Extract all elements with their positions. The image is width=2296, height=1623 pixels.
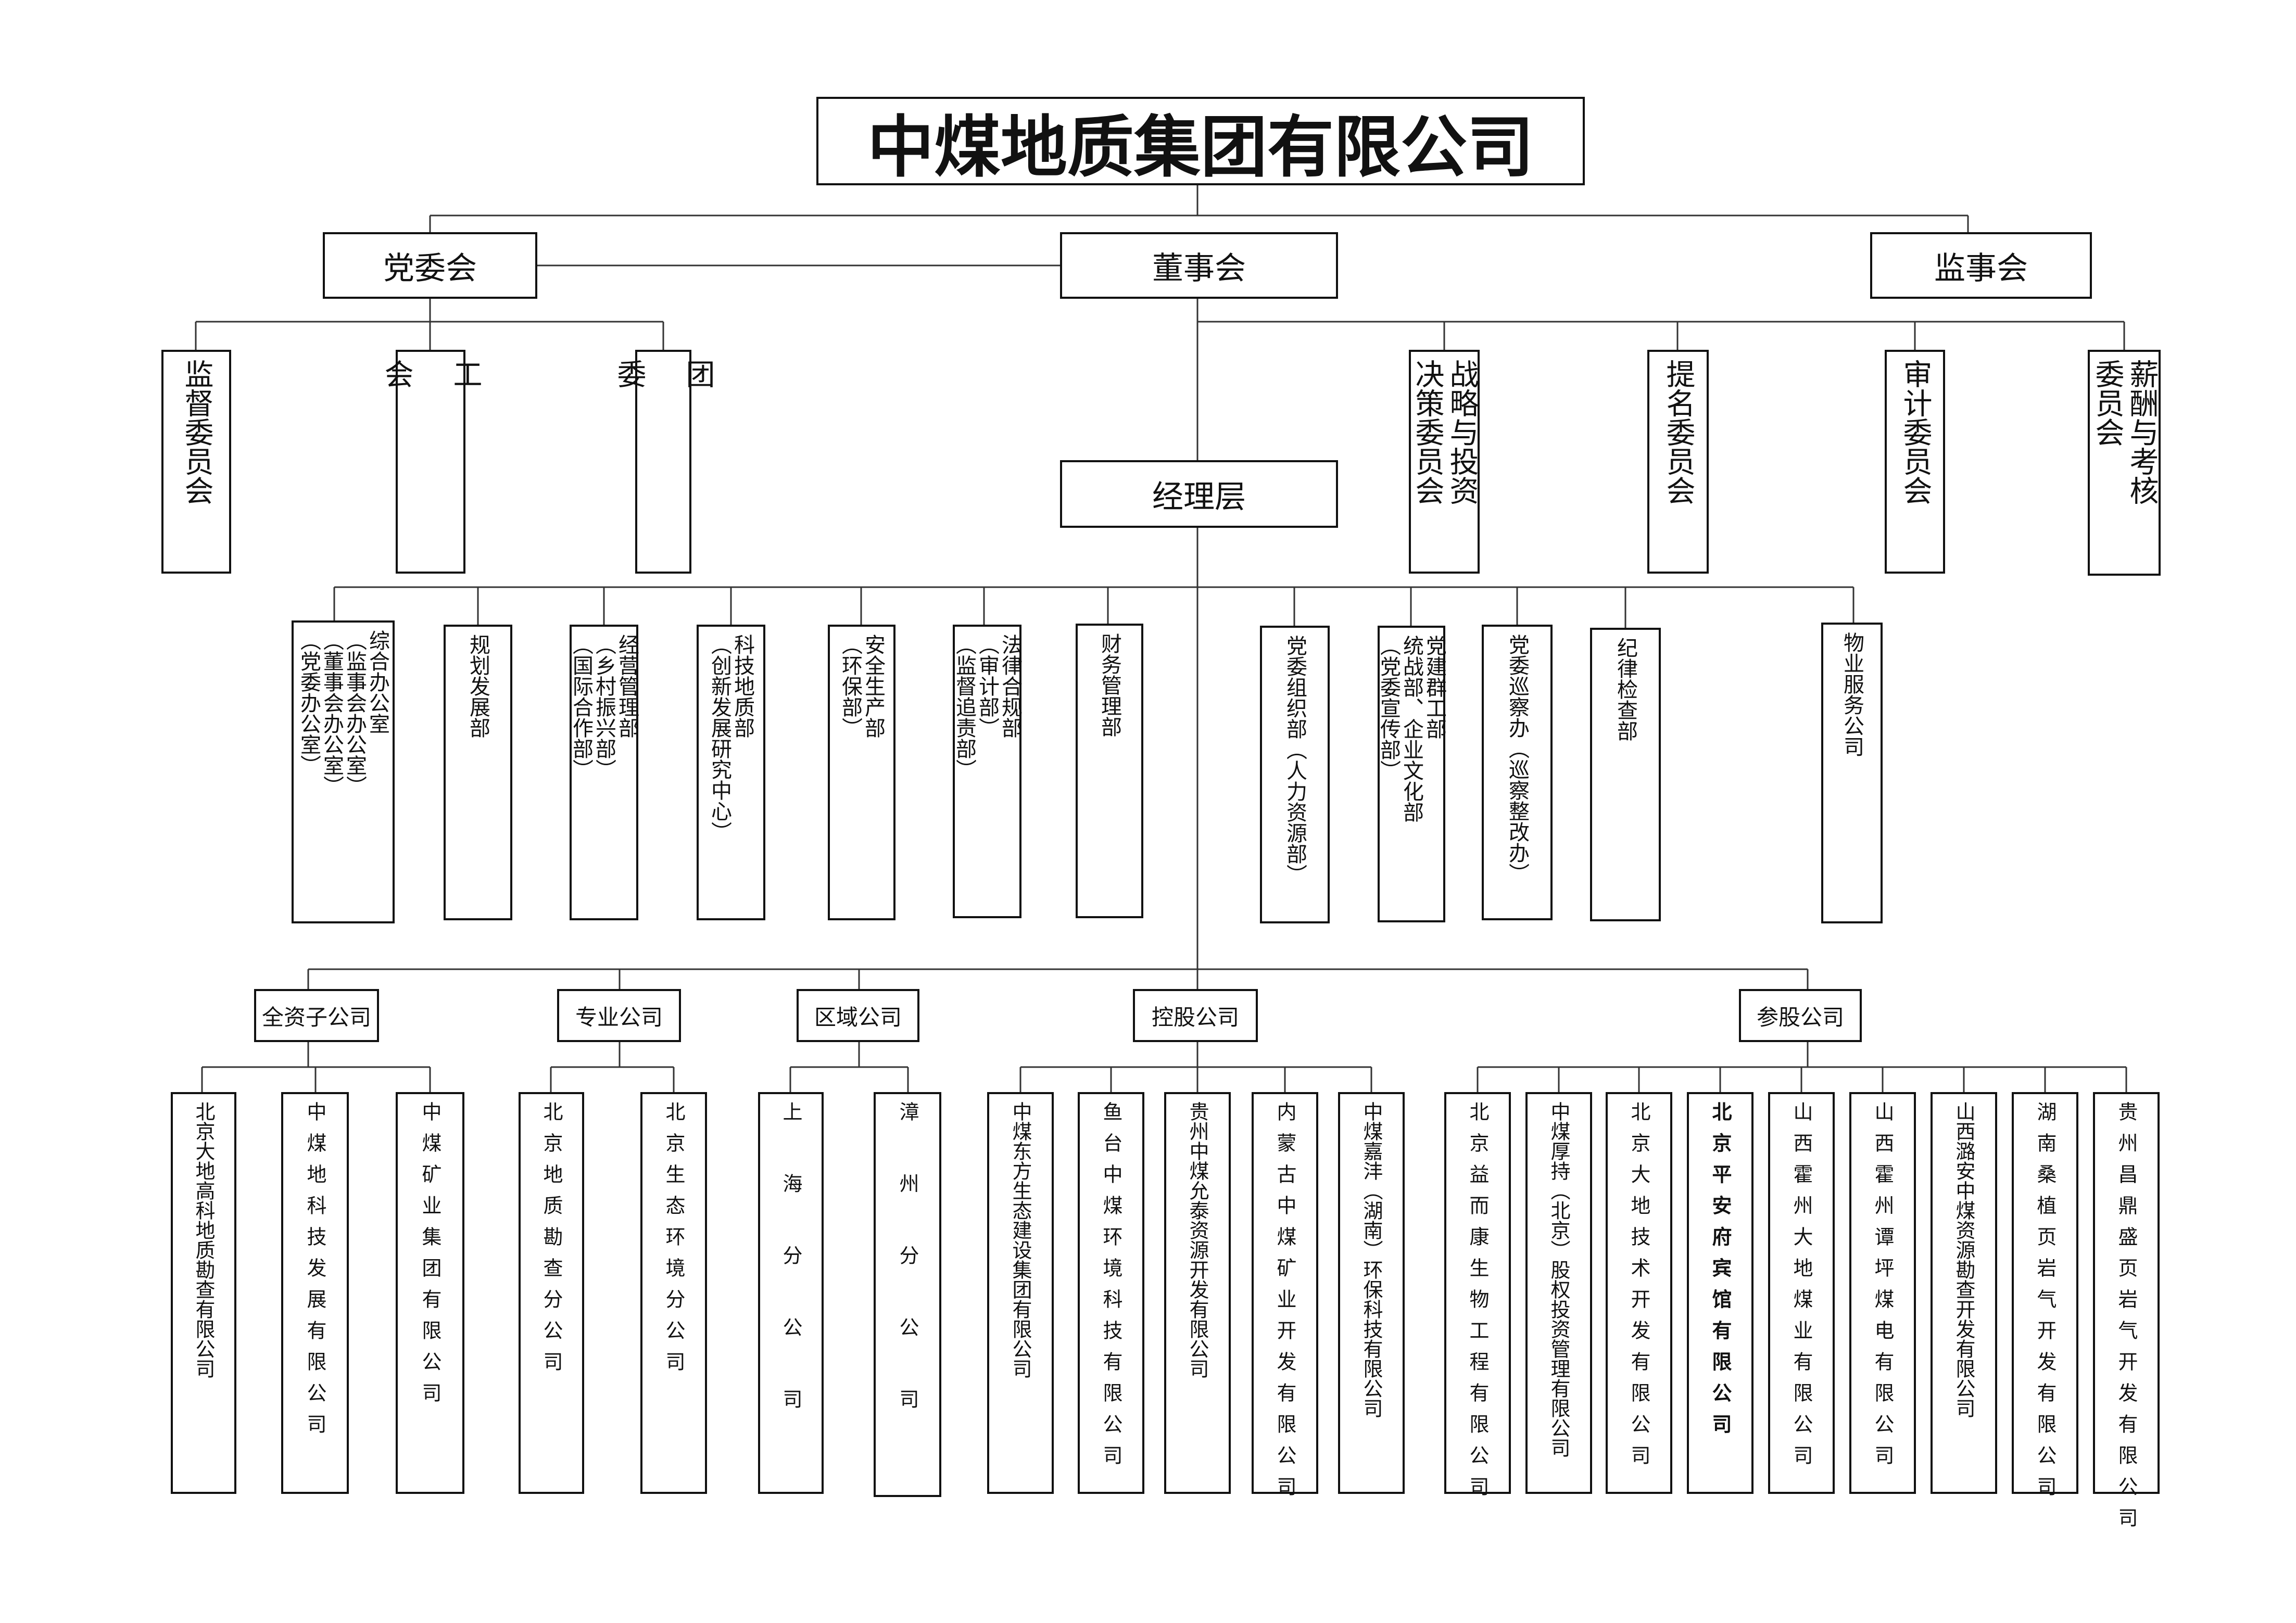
company-wholly-owned-1: 北京大地高科地质勘查有限公司 (171, 1092, 236, 1494)
company-holding-1: 中煤东方生态建设集团有限公司 (987, 1092, 1054, 1494)
company-label: 北京益而康生物工程有限公司 (1466, 1101, 1489, 1507)
company-label: 中煤厚持（北京）股权投资管理有限公司 (1547, 1101, 1570, 1457)
dept-operations-label: 经营管理部 （乡村振兴部） （国际合作部） (569, 634, 639, 780)
compensation-committee-label: 薪酬与考核 委员会 (2090, 359, 2159, 505)
company-participating-5: 山西霍州大地煤业有限公司 (1768, 1092, 1835, 1494)
dept-inspection-label: 党委巡察办（巡察整改办） (1505, 634, 1529, 884)
group-participating: 参股公司 (1739, 989, 1862, 1042)
dept-safety-label: 安全生产部 （环保部） (838, 634, 885, 738)
management-box: 经理层 (1060, 460, 1338, 528)
company-label: 湖南桑植页岩气开发有限公司 (2034, 1101, 2057, 1507)
company-label: 漳州分公司 (896, 1101, 919, 1461)
company-label: 鱼台中煤环境科技有限公司 (1100, 1101, 1122, 1476)
company-holding-3: 贵州中煤允泰资源开发有限公司 (1164, 1092, 1231, 1494)
dept-finance: 财务管理部 (1076, 624, 1143, 918)
dept-finance-label: 财务管理部 (1097, 633, 1121, 737)
dept-general-office-label: 综合办公室 （监事会办公室） （董事会办公室） （党委办公室） (297, 630, 389, 796)
supervision-committee-box: 监督委员会 (161, 350, 231, 574)
group-regional: 区域公司 (797, 989, 919, 1042)
company-participating-8: 湖南桑植页岩气开发有限公司 (2012, 1092, 2078, 1507)
company-label: 北京平安府宾馆有限公司 (1709, 1101, 1732, 1445)
company-label: 山西霍州谭坪煤电有限公司 (1871, 1101, 1894, 1476)
dept-party-organization: 党委组织部（人力资源部） (1260, 626, 1330, 923)
company-label: 贵州中煤允泰资源开发有限公司 (1186, 1101, 1209, 1378)
company-label: 贵州昌鼎盛页岩气开发有限公司 (2115, 1101, 2138, 1539)
company-label: 北京地质勘查分公司 (540, 1101, 563, 1383)
company-label: 中煤东方生态建设集团有限公司 (1009, 1101, 1032, 1378)
dept-legal-label: 法律合规部 （审计部） （监督追责部） (952, 634, 1022, 780)
party-committee-box: 党委会 (323, 232, 537, 299)
supervisory-board-box: 监事会 (1870, 232, 2092, 299)
company-regional-2: 漳州分公司 (874, 1092, 941, 1497)
youth-league-label: 团 委 (612, 359, 715, 388)
dept-safety: 安全生产部 （环保部） (828, 625, 895, 920)
company-holding-5: 中煤嘉沣（湖南）环保科技有限公司 (1338, 1092, 1405, 1494)
company-label: 内蒙古中煤矿业开发有限公司 (1273, 1101, 1296, 1507)
strategy-committee-label: 战略与投资 决策委员会 (1410, 359, 1479, 505)
company-label: 中煤嘉沣（湖南）环保科技有限公司 (1360, 1101, 1383, 1418)
dept-general-office: 综合办公室 （监事会办公室） （董事会办公室） （党委办公室） (292, 620, 395, 923)
audit-committee-box: 审计委员会 (1885, 350, 1945, 574)
company-label: 上海分公司 (779, 1101, 802, 1461)
dept-discipline-label: 纪律检查部 (1613, 637, 1637, 741)
dept-inspection: 党委巡察办（巡察整改办） (1482, 625, 1553, 920)
trade-union-label: 工 会 (380, 359, 482, 388)
dept-party-organization-label: 党委组织部（人力资源部） (1283, 635, 1307, 885)
dept-planning: 规划发展部 (444, 625, 512, 920)
company-label: 北京大地高科地质勘查有限公司 (192, 1101, 215, 1378)
company-label: 中煤地科技发展有限公司 (304, 1101, 326, 1445)
dept-planning-label: 规划发展部 (466, 634, 490, 738)
company-participating-3: 北京大地技术开发有限公司 (1606, 1092, 1672, 1494)
dept-property-label: 物业服务公司 (1840, 632, 1864, 757)
company-professional-2: 北京生态环境分公司 (640, 1092, 707, 1494)
company-participating-4: 北京平安府宾馆有限公司 (1687, 1092, 1753, 1494)
company-participating-9: 贵州昌鼎盛页岩气开发有限公司 (2093, 1092, 2160, 1539)
supervision-committee-label: 监督委员会 (180, 359, 213, 505)
board-box: 董事会 (1060, 232, 1338, 299)
company-professional-1: 北京地质勘查分公司 (519, 1092, 584, 1494)
compensation-committee-box: 薪酬与考核 委员会 (2088, 350, 2161, 576)
company-label: 中煤矿业集团有限公司 (419, 1101, 441, 1414)
nomination-committee-label: 提名委员会 (1661, 359, 1695, 505)
strategy-committee-box: 战略与投资 决策委员会 (1409, 350, 1480, 574)
dept-technology-label: 科技地质部 （创新发展研究中心） (708, 634, 754, 842)
company-participating-1: 北京益而康生物工程有限公司 (1444, 1092, 1511, 1507)
company-label: 北京生态环境分公司 (662, 1101, 685, 1383)
trade-union-box: 工 会 (380, 350, 482, 574)
group-wholly-owned: 全资子公司 (254, 989, 379, 1042)
company-label: 山西霍州大地煤业有限公司 (1790, 1101, 1813, 1476)
dept-party-building: 党建群工部 统战部、企业文化部 （党委宣传部） (1377, 626, 1446, 922)
company-participating-7: 山西潞安中煤资源勘查开发有限公司 (1931, 1092, 1997, 1494)
youth-league-box: 团 委 (612, 350, 715, 574)
group-holding: 控股公司 (1133, 989, 1258, 1042)
company-label: 北京大地技术开发有限公司 (1628, 1101, 1650, 1476)
nomination-committee-box: 提名委员会 (1647, 350, 1709, 574)
dept-legal: 法律合规部 （审计部） （监督追责部） (952, 625, 1022, 918)
company-holding-2: 鱼台中煤环境科技有限公司 (1078, 1092, 1144, 1494)
company-participating-2: 中煤厚持（北京）股权投资管理有限公司 (1525, 1092, 1592, 1494)
company-wholly-owned-3: 中煤矿业集团有限公司 (396, 1092, 464, 1494)
dept-party-building-label: 党建群工部 统战部、企业文化部 （党委宣传部） (1377, 635, 1446, 822)
dept-operations: 经营管理部 （乡村振兴部） （国际合作部） (569, 625, 639, 920)
root-company: 中煤地质集团有限公司 (816, 97, 1585, 186)
audit-committee-label: 审计委员会 (1898, 359, 1932, 505)
company-label: 山西潞安中煤资源勘查开发有限公司 (1952, 1101, 1975, 1418)
company-regional-1: 上海分公司 (758, 1092, 824, 1494)
group-professional: 专业公司 (557, 989, 681, 1042)
company-participating-6: 山西霍州谭坪煤电有限公司 (1849, 1092, 1916, 1494)
company-holding-4: 内蒙古中煤矿业开发有限公司 (1252, 1092, 1318, 1507)
dept-property: 物业服务公司 (1821, 623, 1883, 923)
dept-technology: 科技地质部 （创新发展研究中心） (697, 625, 765, 920)
dept-discipline: 纪律检查部 (1590, 628, 1661, 921)
company-wholly-owned-2: 中煤地科技发展有限公司 (281, 1092, 349, 1494)
